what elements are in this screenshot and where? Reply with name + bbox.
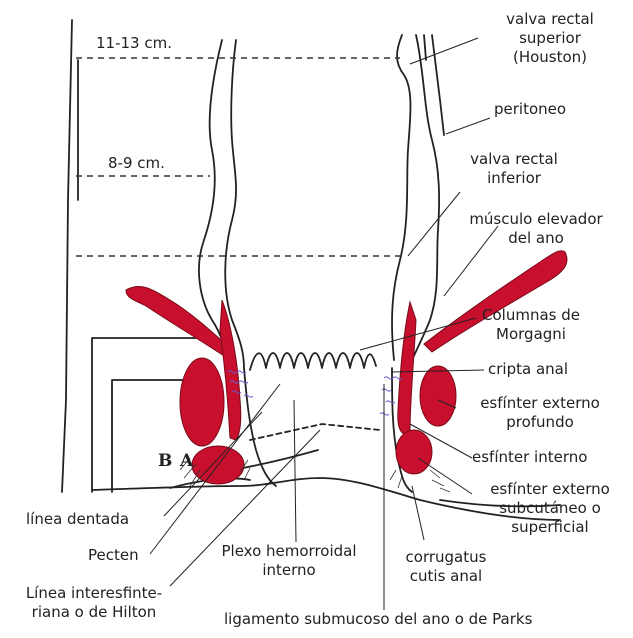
external-deep-left: [180, 358, 224, 446]
label-valva-inferior: valva rectal inferior: [444, 150, 584, 188]
right-peritoneum-2: [424, 35, 426, 60]
label-parks: ligamento submucoso del ano o de Parks: [224, 610, 532, 629]
marker-a: A: [180, 452, 193, 471]
internal-dashed: [250, 424, 380, 440]
label-musculo-elevador-l2: del ano: [452, 229, 620, 248]
label-plexo-l2: interno: [196, 561, 382, 580]
leader-valva-superior: [410, 38, 478, 64]
external-sub-right: [396, 430, 432, 474]
label-valva-superior-l1: valva rectal: [472, 10, 628, 29]
measure-lower: 8-9 cm.: [108, 154, 165, 173]
left-canal-wall: [244, 368, 276, 486]
label-cripta: cripta anal: [488, 360, 568, 379]
marker-b: B: [158, 452, 172, 471]
label-esfinter-profundo-l1: esfínter externo: [456, 394, 624, 413]
label-valva-superior-l2: superior: [472, 29, 628, 48]
label-musculo-elevador: músculo elevador del ano: [452, 210, 620, 248]
label-plexo: Plexo hemorroidal interno: [196, 542, 382, 580]
levator-ani-left: [126, 286, 230, 356]
label-hilton-l1: Línea interesfinte-: [6, 584, 182, 603]
leader-subcutaneo: [418, 458, 472, 494]
label-valva-superior: valva rectal superior (Houston): [472, 10, 628, 67]
label-columnas-l2: Morgagni: [474, 325, 588, 344]
label-valva-superior-l3: (Houston): [472, 48, 628, 67]
label-esfinter-subcutaneo-l3: superficial: [470, 518, 630, 537]
label-esfinter-profundo-l2: profundo: [456, 413, 624, 432]
label-valva-inferior-l1: valva rectal: [444, 150, 584, 169]
internal-sphincter-left: [220, 300, 241, 440]
label-esfinter-subcutaneo: esfínter externo subcutáneo o superficia…: [470, 480, 630, 537]
label-plexo-l1: Plexo hemorroidal: [196, 542, 382, 561]
label-musculo-elevador-l1: músculo elevador: [452, 210, 620, 229]
label-columnas: Columnas de Morgagni: [474, 306, 588, 344]
label-hilton-l2: riana o de Hilton: [6, 603, 182, 622]
label-pecten: Pecten: [88, 546, 139, 565]
leader-plexo: [294, 400, 296, 542]
leader-peritoneo: [446, 118, 490, 134]
label-corrugatus-l1: corrugatus: [390, 548, 502, 567]
external-deep-right: [420, 366, 456, 426]
label-esfinter-subcutaneo-l1: esfínter externo: [470, 480, 630, 499]
label-linea-dentada: línea dentada: [26, 510, 129, 529]
measure-upper: 11-13 cm.: [96, 34, 172, 53]
internal-line: [232, 450, 318, 470]
right-peritoneum: [432, 35, 444, 135]
leader-corrugatus: [412, 486, 424, 540]
label-columnas-l1: Columnas de: [474, 306, 588, 325]
label-peritoneo: peritoneo: [494, 100, 566, 119]
label-valva-inferior-l2: inferior: [444, 169, 584, 188]
label-esfinter-interno: esfínter interno: [472, 448, 587, 467]
label-hilton: Línea interesfinte- riana o de Hilton: [6, 584, 182, 622]
ruler-line-outer: [62, 20, 72, 492]
label-corrugatus: corrugatus cutis anal: [390, 548, 502, 586]
internal-sphincter-right: [398, 302, 416, 434]
label-corrugatus-l2: cutis anal: [390, 567, 502, 586]
label-esfinter-subcutaneo-l2: subcutáneo o: [470, 499, 630, 518]
label-esfinter-profundo: esfínter externo profundo: [456, 394, 624, 432]
morgagni-columns: [250, 353, 376, 370]
